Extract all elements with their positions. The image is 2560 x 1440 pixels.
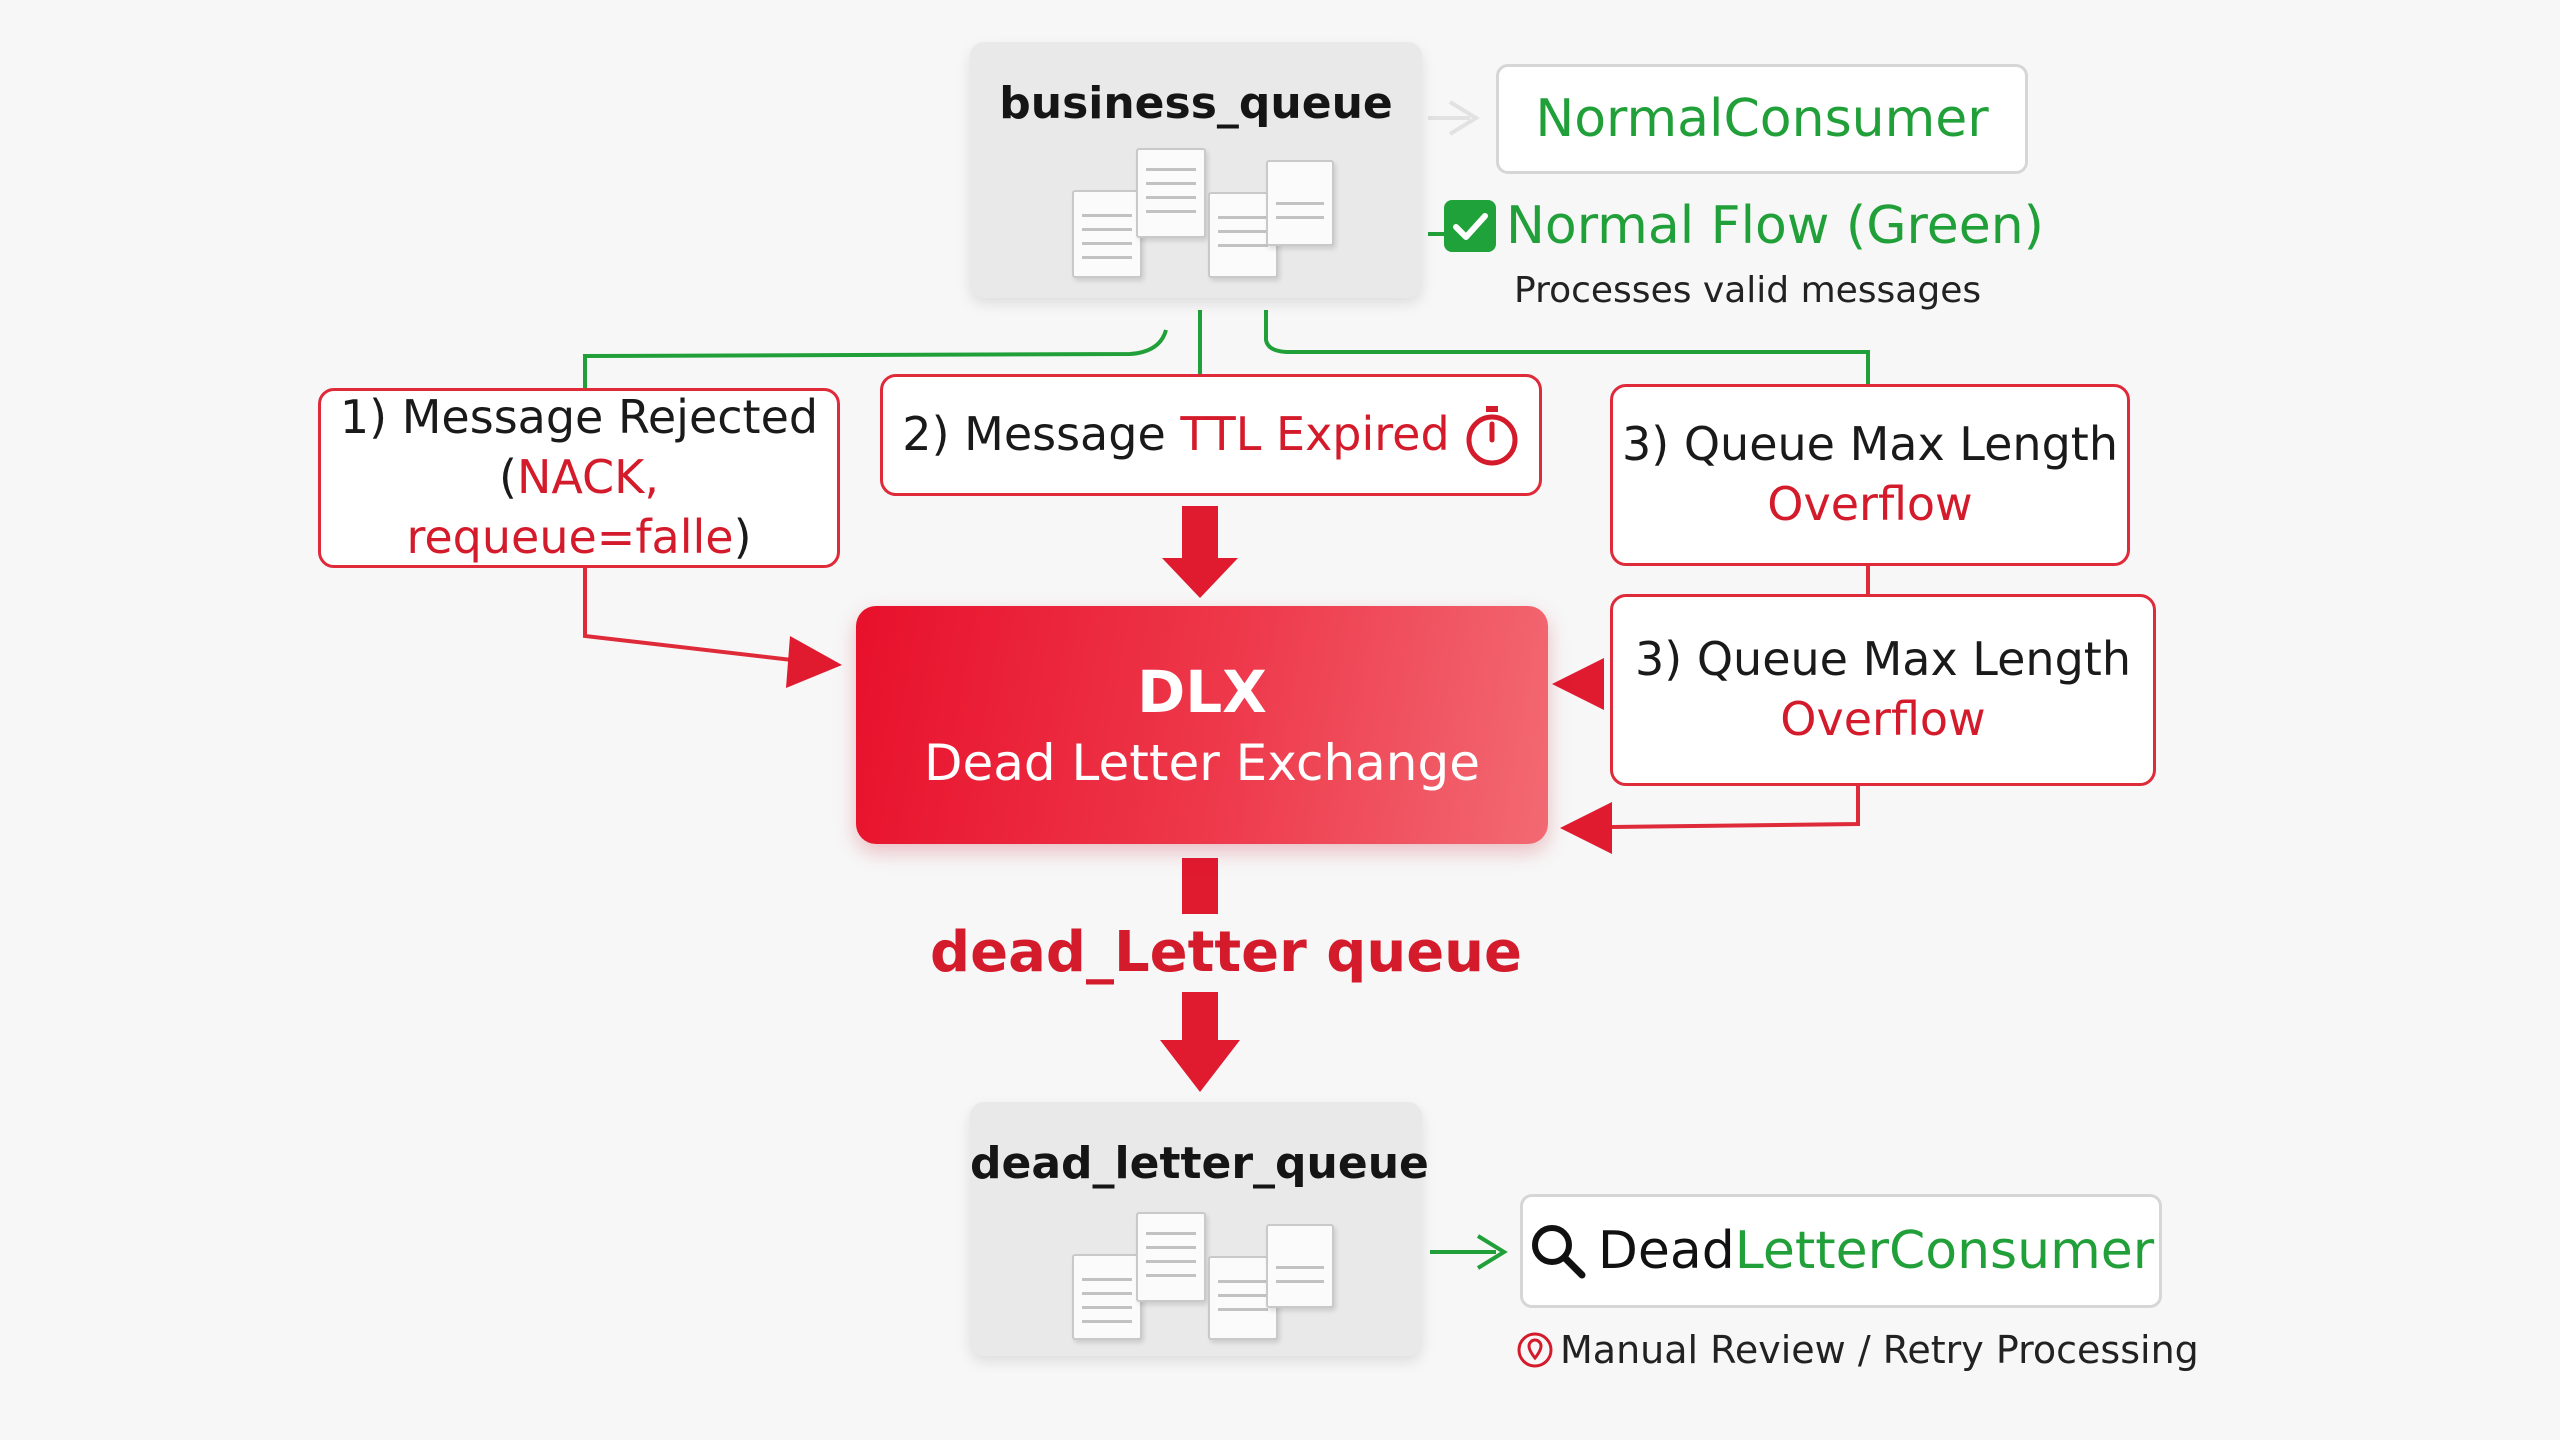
- dead-letter-queue-title: dead_letter_queue: [970, 1138, 1429, 1189]
- green-branch-lines: [583, 310, 1870, 390]
- dead-letter-queue-card[interactable]: dead_letter_queue: [970, 1102, 1429, 1356]
- reason-ttl-box[interactable]: 2) Message TTL Expired: [880, 374, 1542, 496]
- pin-icon: [1516, 1330, 1554, 1370]
- faint-arrow-to-normal-consumer: [1428, 100, 1480, 136]
- magnifier-icon: [1528, 1221, 1588, 1281]
- reason-rejected-line2: (NACK, requeue=falle): [406, 450, 752, 564]
- reason-ttl-label: TTL Expired: [1180, 407, 1450, 462]
- business-queue-card[interactable]: business_queue: [970, 42, 1422, 298]
- business-queue-title: business_queue: [999, 78, 1393, 129]
- arrow-overflow-return: [1560, 786, 1860, 854]
- arrow-max-length-to-dlx: [1552, 658, 1604, 710]
- normal-flow-subtitle: Processes valid messages: [1514, 270, 1982, 311]
- normal-consumer-label: NormalConsumer: [1535, 89, 1989, 149]
- normal-flow-title: Normal Flow (Green): [1506, 196, 2044, 256]
- dead-letter-consumer-label: DeadLetterConsumer: [1597, 1221, 2155, 1281]
- manual-review-label: Manual Review / Retry Processing: [1560, 1328, 2199, 1372]
- reason-max-length-a-line2: Overflow: [1767, 477, 1973, 531]
- normal-consumer-box[interactable]: NormalConsumer: [1496, 64, 2028, 174]
- check-icon: [1444, 200, 1496, 252]
- dlx-exchange-box[interactable]: DLX Dead Letter Exchange: [856, 606, 1548, 844]
- dlx-title: DLX: [1137, 658, 1267, 726]
- arrow-to-dead-letter-queue: [1160, 992, 1240, 1092]
- normal-flow-legend: Normal Flow (Green): [1444, 196, 2044, 256]
- dlx-subtitle: Dead Letter Exchange: [923, 734, 1480, 792]
- dlx-output-shaft: [1182, 858, 1218, 914]
- dead-letter-routing-label: dead_Letter queue: [930, 920, 1523, 985]
- reason-rejected-box[interactable]: 1) Message Rejected (NACK, requeue=falle…: [318, 388, 840, 568]
- arrow-to-dead-letter-consumer: [1430, 1234, 1508, 1270]
- reason-ttl-prefix: 2) Message: [902, 407, 1181, 462]
- manual-review-note: Manual Review / Retry Processing: [1516, 1328, 2199, 1372]
- dead-letter-consumer-box[interactable]: DeadLetterConsumer: [1520, 1194, 2162, 1308]
- arrow-ttl-to-dlx: [1162, 506, 1238, 598]
- reason-rejected-line1: 1) Message Rejected: [339, 390, 819, 445]
- reason-max-length-b-line1: 3) Queue Max Length: [1635, 632, 2131, 687]
- stopwatch-icon: [1464, 404, 1520, 466]
- reason-max-length-a-line1: 3) Queue Max Length: [1622, 417, 2118, 472]
- reason-max-length-box-b[interactable]: 3) Queue Max Length Overflow: [1610, 594, 2156, 786]
- arrow-rejected-to-dlx: [583, 565, 842, 688]
- reason-max-length-b-line2: Overflow: [1780, 692, 1986, 746]
- reason-max-length-box-a[interactable]: 3) Queue Max Length Overflow: [1610, 384, 2130, 566]
